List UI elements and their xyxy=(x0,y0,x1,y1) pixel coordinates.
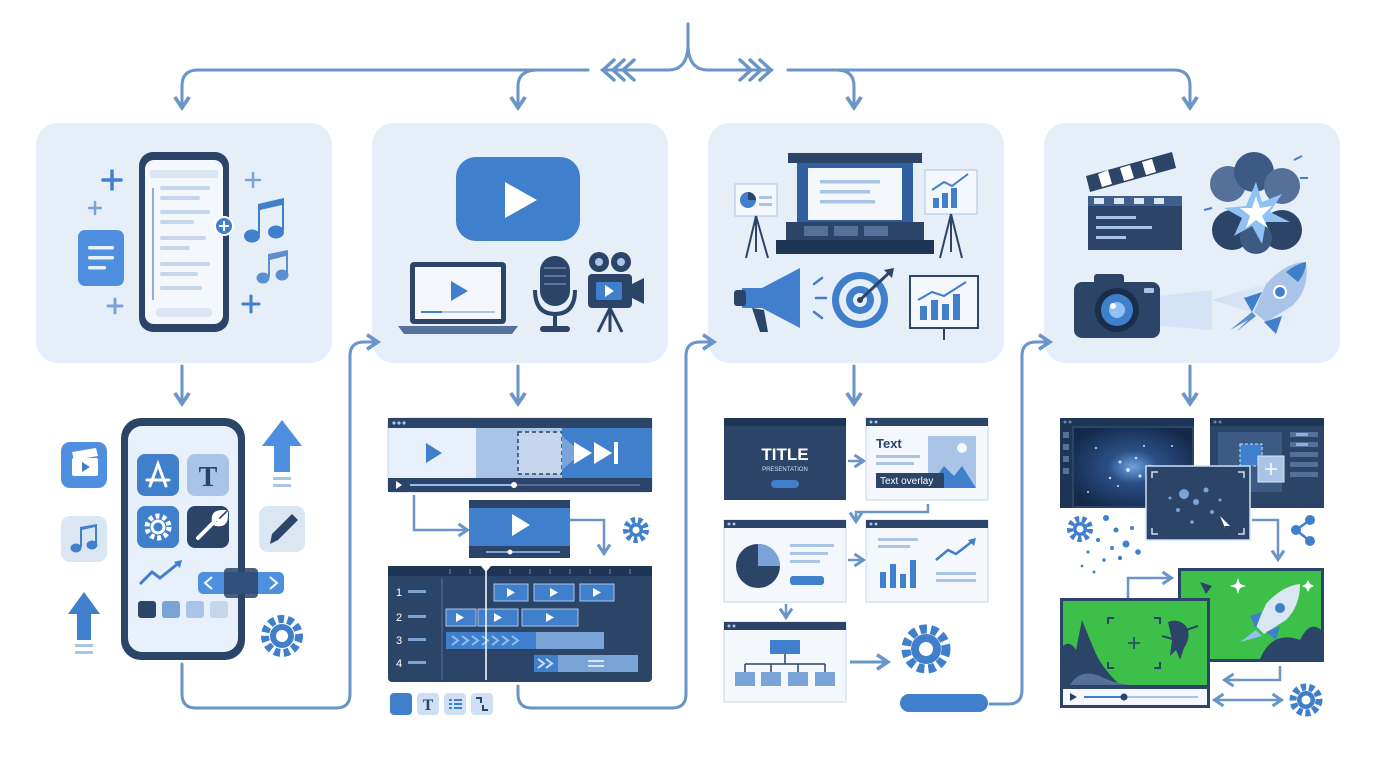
particle-dots xyxy=(1080,515,1141,574)
video-camera-icon xyxy=(588,252,644,333)
list-tool-button xyxy=(444,693,466,715)
particle-preview-window xyxy=(1145,465,1251,541)
share-icon xyxy=(1291,515,1315,546)
gear-icon xyxy=(623,517,649,543)
microphone-icon xyxy=(533,256,577,332)
svg-text:T: T xyxy=(199,462,218,493)
wrench-icon xyxy=(187,506,229,548)
plus-icon xyxy=(87,169,262,315)
title-slide-subtitle: PRESENTATION xyxy=(762,467,808,473)
track-number: 4 xyxy=(396,658,402,670)
document-icon xyxy=(78,230,124,286)
svg-text:T: T xyxy=(423,697,434,714)
vfx-flow-arrow xyxy=(1221,666,1282,688)
chevrons-left-icon xyxy=(600,58,636,82)
app-store-icon xyxy=(137,454,179,496)
music-note-icon xyxy=(244,198,289,284)
text-tool-icon: T xyxy=(187,454,229,496)
connector-split-arrow xyxy=(686,42,774,72)
progress-pill xyxy=(900,694,988,712)
text-overlay-slide: Text Text overlay xyxy=(865,417,989,501)
connector-to-stage-1 xyxy=(173,68,590,112)
clapperboard-icon xyxy=(1086,152,1182,250)
clip-preview xyxy=(469,500,570,558)
connector-to-stage-2 xyxy=(509,68,590,112)
vfx-flow-arrow xyxy=(1252,518,1286,563)
laptop-icon xyxy=(398,262,518,334)
column-connectors xyxy=(180,333,1054,710)
clapper-app-icon xyxy=(61,442,107,488)
bar-chart-slide xyxy=(865,519,989,603)
layers-panel-window xyxy=(1210,418,1324,508)
timeline-clip xyxy=(534,655,638,672)
pencil-icon xyxy=(259,506,305,552)
app-phone: T xyxy=(121,418,245,660)
gear-icon xyxy=(261,615,303,657)
track-number: 1 xyxy=(396,587,402,599)
growth-chart-easel-icon xyxy=(924,169,978,259)
pie-chart-easel-icon xyxy=(734,183,778,259)
gear-icon xyxy=(901,624,951,674)
vfx-flow-arrow xyxy=(1126,570,1175,598)
explosion-icon xyxy=(1203,152,1308,254)
timeline-editor: 1 2 3 4 xyxy=(388,566,652,682)
connector-to-stage-3 xyxy=(786,68,863,112)
text-tool-button: T xyxy=(417,693,439,715)
presentation-stage-icon xyxy=(776,153,934,254)
text-overlay-label: Text overlay xyxy=(880,476,933,487)
track-number: 2 xyxy=(396,612,402,624)
text-slide-heading: Text xyxy=(876,436,902,451)
upload-arrow-icon xyxy=(262,420,302,487)
pie-chart-slide xyxy=(723,519,847,603)
down-arrows xyxy=(173,364,1199,408)
settings-app-icon xyxy=(137,506,179,548)
video-player-window xyxy=(387,417,653,493)
crop-tool-button xyxy=(471,693,493,715)
upload-arrow-icon xyxy=(68,592,100,654)
slider-control[interactable] xyxy=(198,568,284,598)
green-screen-compositing-window xyxy=(1060,598,1210,708)
bar-chart-board-icon xyxy=(909,275,979,340)
rocket-icon xyxy=(1230,262,1307,334)
tool-button xyxy=(390,693,412,715)
connector-to-stage-4 xyxy=(786,68,1199,112)
megaphone-icon xyxy=(734,268,828,332)
org-chart-slide xyxy=(723,621,847,703)
connector-split-arrow xyxy=(600,22,690,72)
track-number: 3 xyxy=(396,635,402,647)
edit-flow-arrow xyxy=(570,518,612,557)
chevrons-right-icon xyxy=(738,58,774,82)
trend-line-icon xyxy=(138,560,181,586)
top-connectors xyxy=(173,22,1199,112)
slide-flow-arrow xyxy=(848,504,930,525)
play-button-icon xyxy=(456,157,580,241)
editor-toolbar[interactable]: T xyxy=(390,693,493,715)
edit-flow-arrow xyxy=(412,495,471,538)
gear-icon xyxy=(1289,683,1323,717)
music-app-icon xyxy=(61,516,107,562)
title-slide: TITLE PRESENTATION xyxy=(724,418,846,500)
title-slide-title: TITLE xyxy=(761,445,808,464)
target-icon xyxy=(832,268,894,328)
phone-icon xyxy=(139,152,234,332)
color-swatches xyxy=(138,601,228,618)
gear-icon xyxy=(1067,516,1093,542)
